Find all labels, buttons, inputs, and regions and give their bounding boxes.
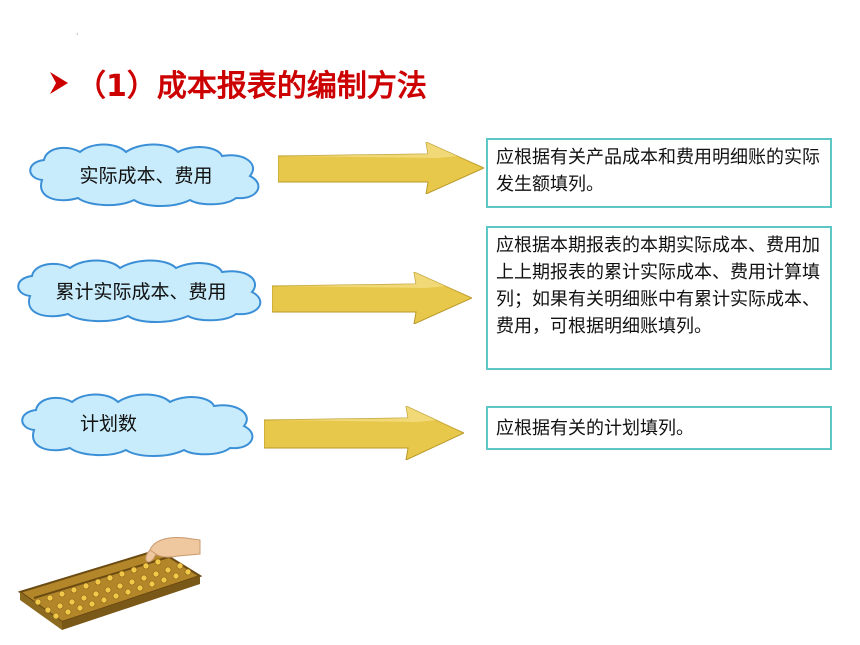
slide-title-text: （1）成本报表的编制方法 xyxy=(76,69,427,104)
cloud-label: 实际成本、费用 xyxy=(79,164,213,187)
arrow-bullet-icon xyxy=(50,72,68,94)
description-box: 应根据有关产品成本和费用明细账的实际发生额填列。 xyxy=(486,138,832,208)
cloud-planned-amount: 计划数 xyxy=(14,392,264,458)
cloud-actual-cost: 实际成本、费用 xyxy=(22,140,270,208)
cloud-label: 累计实际成本、费用 xyxy=(55,280,227,303)
decorative-dot: · xyxy=(76,30,79,39)
cloud-label: 计划数 xyxy=(80,412,138,435)
description-text: 应根据有关的计划填列。 xyxy=(496,417,694,439)
cloud-icon xyxy=(29,143,260,207)
description-text: 应根据本期报表的本期实际成本、费用加上上期报表的累计实际成本、费用计算填列；如果… xyxy=(496,235,820,337)
cloud-icon xyxy=(17,259,262,323)
abacus-hand-image xyxy=(18,537,202,630)
description-text: 应根据有关产品成本和费用明细账的实际发生额填列。 xyxy=(496,147,820,195)
arrow-right-icon xyxy=(264,406,464,460)
description-box: 应根据有关的计划填列。 xyxy=(486,406,832,450)
slide-title: （1）成本报表的编制方法 xyxy=(48,62,427,104)
cloud-cumulative-cost: 累计实际成本、费用 xyxy=(10,256,272,324)
arrow-right-icon xyxy=(278,142,484,194)
cloud-icon xyxy=(21,393,254,457)
description-box: 应根据本期报表的本期实际成本、费用加上上期报表的累计实际成本、费用计算填列；如果… xyxy=(486,226,832,370)
arrow-right-icon xyxy=(272,272,472,324)
